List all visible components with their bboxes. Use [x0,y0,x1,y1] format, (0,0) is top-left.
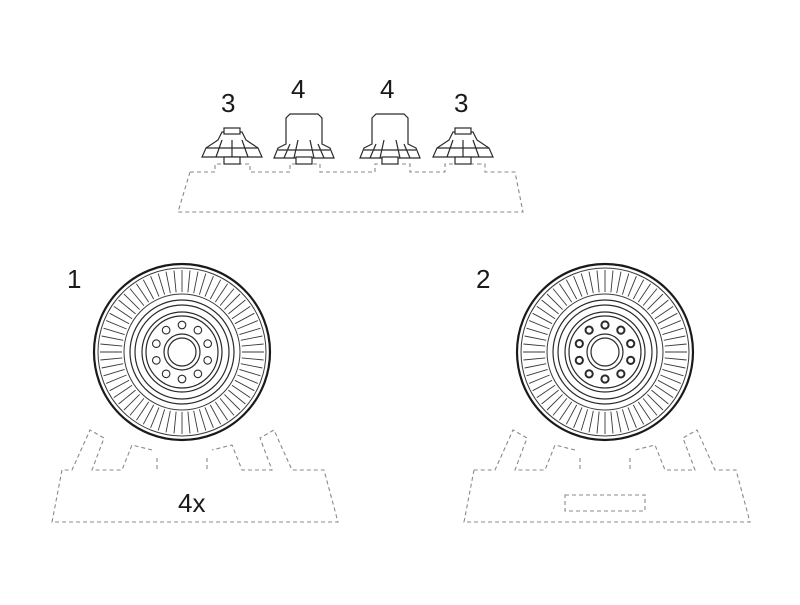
cap-top [454,127,472,135]
lug-hole [600,320,610,330]
lug-hole [600,374,610,384]
lug-hole [626,339,636,349]
rim-dish [141,311,223,393]
hub [163,333,201,371]
cap-ribs [364,139,416,159]
wheel-sprue [463,429,751,523]
tire-edge [520,267,690,437]
wheel-2 [463,262,751,523]
cap-part-1 [201,127,263,165]
wheel-label-1: 1 [67,264,82,294]
lug-hole [177,374,187,384]
lug-hole [574,355,584,365]
wheel-gate [156,458,208,470]
cap-ribs [206,139,258,158]
wheel-sprue [51,429,339,523]
rim-ring [557,304,653,400]
cap-ribs [437,139,489,158]
tire-inner-edge [546,293,664,411]
rim-dish [564,311,646,393]
lug-hole [151,355,161,365]
lug-hole [193,325,203,335]
tire-tread [100,270,264,434]
hub-center [590,337,620,367]
lug-hole [161,369,171,379]
lug-hole [584,369,594,379]
lug-hole [193,369,203,379]
lug-hole [626,355,636,365]
rim-ring [134,304,230,400]
cap-label-4: 3 [454,88,469,118]
caps-sprue [177,163,524,213]
cap-part-3 [359,113,421,165]
cap-gate [223,156,241,165]
cap-gate [454,156,472,165]
rim-dish-inner [568,315,642,389]
tire-edge [97,267,267,437]
lug-hole [161,325,171,335]
lug-hole [574,339,584,349]
cap-gate [381,156,399,165]
rim-dish-inner [145,315,219,389]
lug-hole [203,355,213,365]
wheel-1 [51,262,339,523]
wheel-label-2: 2 [476,264,491,294]
cap-ribs [278,139,330,159]
tire-tread [523,270,687,434]
wheel-gate [579,458,631,470]
cap-gate [295,156,313,165]
lug-hole [584,325,594,335]
cap-part-2 [273,113,335,165]
cap-part-4 [432,127,494,165]
lug-hole [616,325,626,335]
sprue-tab [564,494,646,512]
lug-hole [151,339,161,349]
lug-hole [203,339,213,349]
wheel-quantity-label: 4x [178,488,206,518]
lug-hole [616,369,626,379]
cap-label-2: 4 [291,74,306,104]
cap-label-3: 4 [380,74,395,104]
hub [586,333,624,371]
hub-center [167,337,197,367]
cap-body [273,113,335,159]
cap-body [359,113,421,159]
cap-label-1: 3 [221,88,236,118]
tire-inner-edge [123,293,241,411]
lug-hole [177,320,187,330]
cap-top [223,127,241,135]
